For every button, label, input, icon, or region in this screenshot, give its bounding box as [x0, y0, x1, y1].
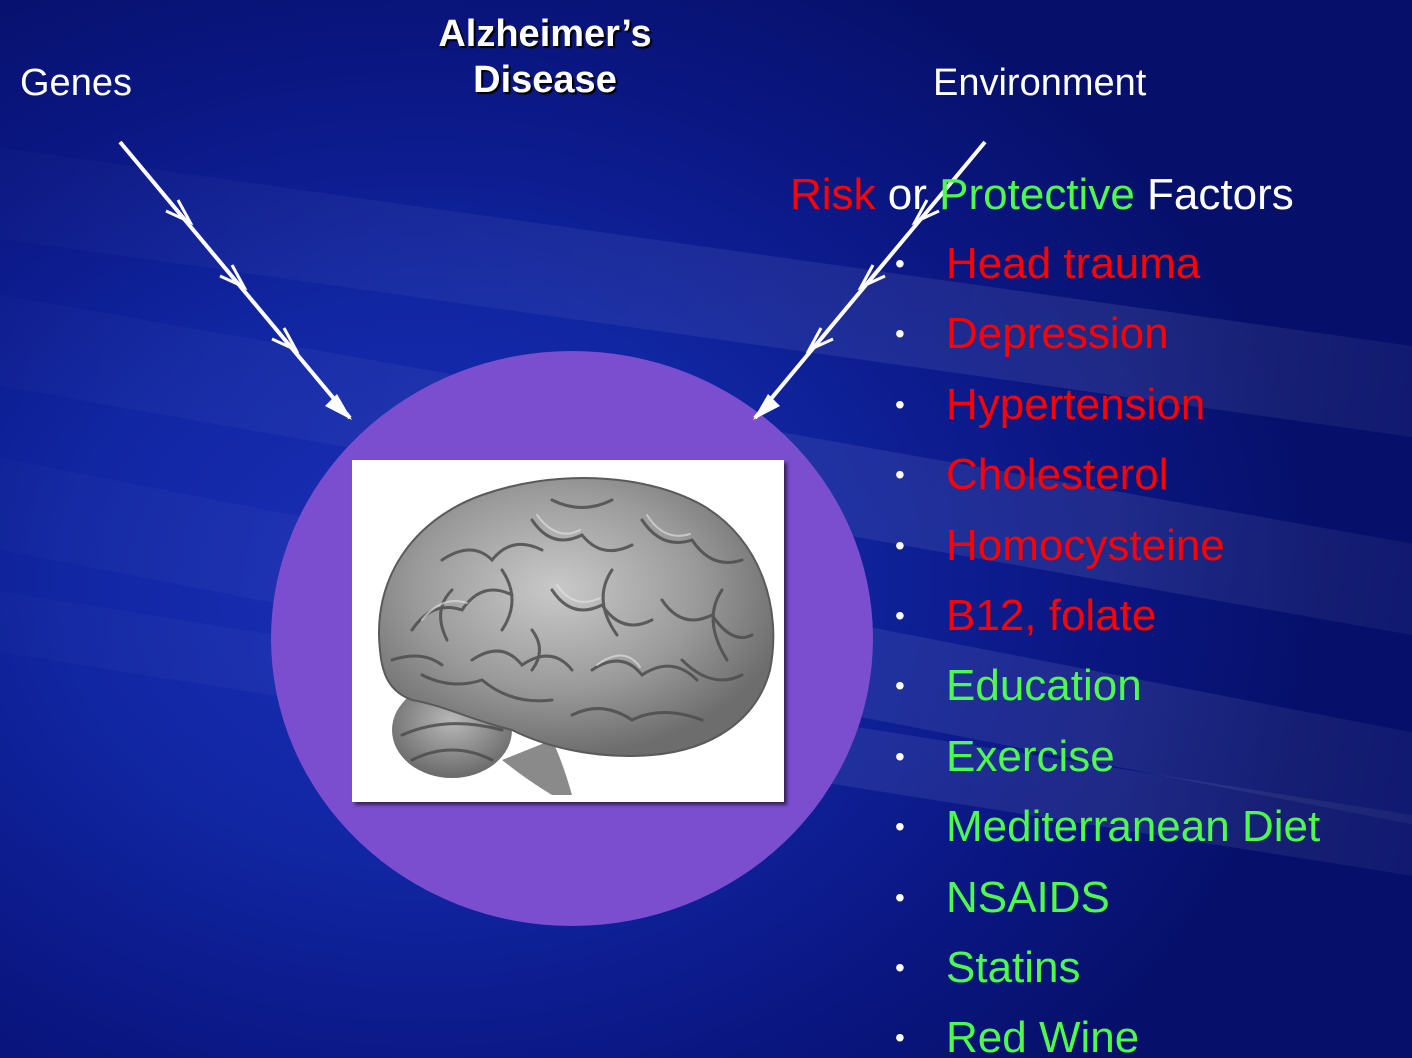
- factor-label: NSAIDS: [946, 866, 1110, 930]
- bullet-icon: •: [895, 1006, 905, 1058]
- bullet-icon: •: [895, 514, 905, 578]
- factor-label: Hypertension: [946, 373, 1205, 437]
- bullet-icon: •: [895, 725, 905, 789]
- bullet-icon: •: [895, 232, 905, 296]
- factor-label: Mediterranean Diet: [946, 795, 1320, 859]
- bullet-icon: •: [895, 584, 905, 648]
- title-line-1: Alzheimer’s: [395, 12, 695, 58]
- or-word: or: [888, 170, 927, 219]
- title-line-2: Disease: [395, 58, 695, 104]
- alzheimers-disease-title: Alzheimer’s Disease: [395, 12, 695, 103]
- bullet-icon: •: [895, 795, 905, 859]
- bullet-icon: •: [895, 654, 905, 718]
- factors-word: Factors: [1147, 170, 1294, 219]
- genes-label: Genes: [20, 62, 132, 105]
- factors-heading: Risk or Protective Factors: [790, 170, 1294, 220]
- bullet-icon: •: [895, 302, 905, 366]
- risk-word: Risk: [790, 170, 876, 219]
- factor-label: Exercise: [946, 725, 1115, 789]
- factor-label: Statins: [946, 936, 1081, 1000]
- brain-icon: [352, 460, 784, 802]
- factor-label: Red Wine: [946, 1006, 1139, 1058]
- protective-word: Protective: [939, 170, 1135, 219]
- bullet-icon: •: [895, 936, 905, 1000]
- factor-label: Head trauma: [946, 232, 1200, 296]
- factor-label: Homocysteine: [946, 514, 1225, 578]
- bullet-icon: •: [895, 443, 905, 507]
- factor-label: B12, folate: [946, 584, 1156, 648]
- factor-label: Cholesterol: [946, 443, 1169, 507]
- factor-label: Depression: [946, 302, 1169, 366]
- brain-image: [352, 460, 784, 802]
- bullet-icon: •: [895, 866, 905, 930]
- factor-label: Education: [946, 654, 1142, 718]
- bullet-icon: •: [895, 373, 905, 437]
- environment-label: Environment: [933, 62, 1146, 105]
